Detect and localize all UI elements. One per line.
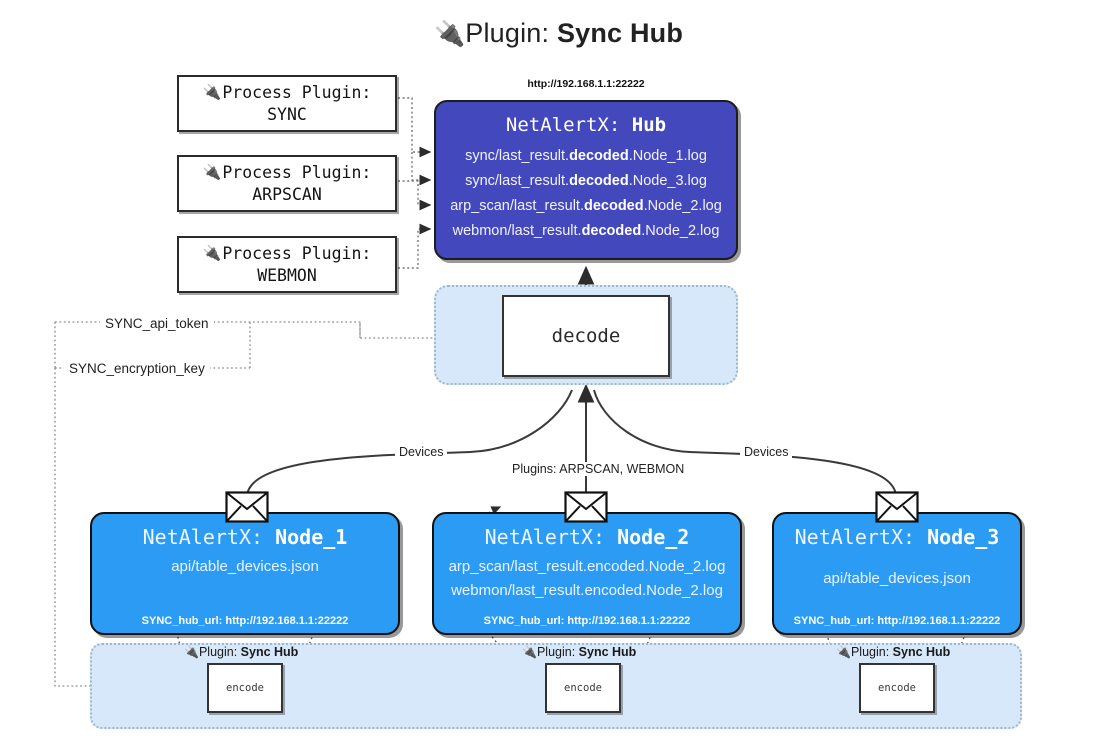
plug-icon: 🔌	[433, 20, 466, 48]
plug-icon: 🔌	[522, 645, 537, 659]
edge-label-plugins-middle: Plugins: ARPSCAN, WEBMON	[508, 462, 689, 476]
process-plugin-line1: 🔌 Process Plugin:	[203, 82, 372, 103]
node-hub-url-footer: SYNC_hub_url: http://192.168.1.1:22222	[141, 615, 349, 627]
hub-log-list: sync/last_result.decoded.Node_1.log sync…	[436, 144, 736, 244]
hub-node-box[interactable]: NetAlertX: Hub sync/last_result.decoded.…	[434, 100, 738, 260]
process-plugin-box-arpscan[interactable]: 🔌 Process Plugin: ARPSCAN	[177, 155, 397, 212]
node-hub-url-footer: SYNC_hub_url: http://192.168.1.1:22222	[793, 615, 1001, 627]
process-plugin-box-sync[interactable]: 🔌 Process Plugin: SYNC	[177, 75, 397, 132]
node-title-name: Node_1	[275, 525, 348, 549]
edge-label-devices-left: Devices	[395, 445, 448, 459]
process-plugin-line1: 🔌 Process Plugin:	[203, 162, 372, 183]
node-title-prefix: NetAlertX:	[484, 525, 618, 549]
envelope-icon	[564, 491, 608, 523]
encode-box-node-3[interactable]: encode	[859, 663, 935, 713]
node-line: api/table_devices.json	[171, 558, 319, 575]
process-plugin-name: SYNC	[267, 104, 307, 124]
node-line-list: api/table_devices.json	[774, 567, 1020, 591]
process-plugin-label: Process Plugin:	[222, 244, 372, 264]
node-title: NetAlertX: Node_1	[92, 525, 398, 549]
plug-icon: 🔌	[184, 645, 199, 659]
sync-encryption-key-label: SYNC_encryption_key	[64, 361, 210, 376]
hub-title: NetAlertX: Hub	[436, 114, 736, 136]
plug-icon: 🔌	[202, 83, 222, 102]
node-box-node-2[interactable]: NetAlertX: Node_2 arp_scan/last_result.e…	[432, 512, 742, 635]
page-title-name: Sync Hub	[556, 18, 684, 48]
encode-box-node-2[interactable]: encode	[545, 663, 621, 713]
encode-caption-node-1: 🔌Plugin: Sync Hub	[184, 645, 299, 659]
hub-title-prefix: NetAlertX:	[505, 114, 632, 136]
sync-api-token-label: SYNC_api_token	[100, 316, 214, 331]
node-title-prefix: NetAlertX:	[142, 525, 276, 549]
node-title-prefix: NetAlertX:	[794, 525, 928, 549]
envelope-icon	[225, 491, 269, 523]
hub-log-line: arp_scan/last_result.decoded.Node_2.log	[450, 197, 722, 214]
node-box-node-1[interactable]: NetAlertX: Node_1 api/table_devices.json…	[90, 512, 400, 635]
encode-caption-node-3: 🔌Plugin: Sync Hub	[836, 645, 951, 659]
page-title-prefix: Plugin:	[465, 18, 557, 48]
envelope-icon	[875, 491, 919, 523]
encode-box-node-1[interactable]: encode	[207, 663, 283, 713]
process-plugin-label: Process Plugin:	[222, 163, 372, 183]
node-line: webmon/last_result.encoded.Node_2.log	[451, 582, 723, 600]
process-plugin-name: WEBMON	[257, 265, 317, 285]
process-plugin-box-webmon[interactable]: 🔌 Process Plugin: WEBMON	[177, 236, 397, 293]
decode-box[interactable]: decode	[502, 295, 670, 377]
node-title-name: Node_2	[617, 525, 690, 549]
plug-icon: 🔌	[836, 645, 851, 659]
hub-url-label: http://192.168.1.1:22222	[527, 78, 645, 90]
plug-icon: 🔌	[202, 163, 222, 182]
process-plugin-name: ARPSCAN	[252, 184, 322, 204]
node-box-node-3[interactable]: NetAlertX: Node_3 api/table_devices.json…	[772, 512, 1022, 635]
hub-log-line: sync/last_result.decoded.Node_1.log	[465, 148, 707, 164]
node-line-list: arp_scan/last_result.encoded.Node_2.log …	[434, 555, 740, 604]
encode-caption-node-2: 🔌Plugin: Sync Hub	[522, 645, 637, 659]
process-plugin-label: Process Plugin:	[222, 83, 372, 103]
page-title: 🔌Plugin: Sync Hub	[0, 18, 1117, 49]
process-plugin-line1: 🔌 Process Plugin:	[203, 243, 372, 264]
hub-title-name: Hub	[631, 114, 667, 136]
node-title-name: Node_3	[927, 525, 1000, 549]
hub-log-line: sync/last_result.decoded.Node_3.log	[465, 172, 707, 189]
node-hub-url-footer: SYNC_hub_url: http://192.168.1.1:22222	[483, 615, 691, 627]
node-line-list: api/table_devices.json	[92, 555, 398, 579]
node-title: NetAlertX: Node_3	[774, 525, 1020, 549]
node-title: NetAlertX: Node_2	[434, 525, 740, 549]
edge-label-devices-right: Devices	[740, 445, 793, 459]
node-line: api/table_devices.json	[823, 570, 971, 587]
hub-log-line: webmon/last_result.decoded.Node_2.log	[452, 222, 720, 239]
plug-icon: 🔌	[202, 244, 222, 263]
node-line: arp_scan/last_result.encoded.Node_2.log	[448, 558, 726, 575]
